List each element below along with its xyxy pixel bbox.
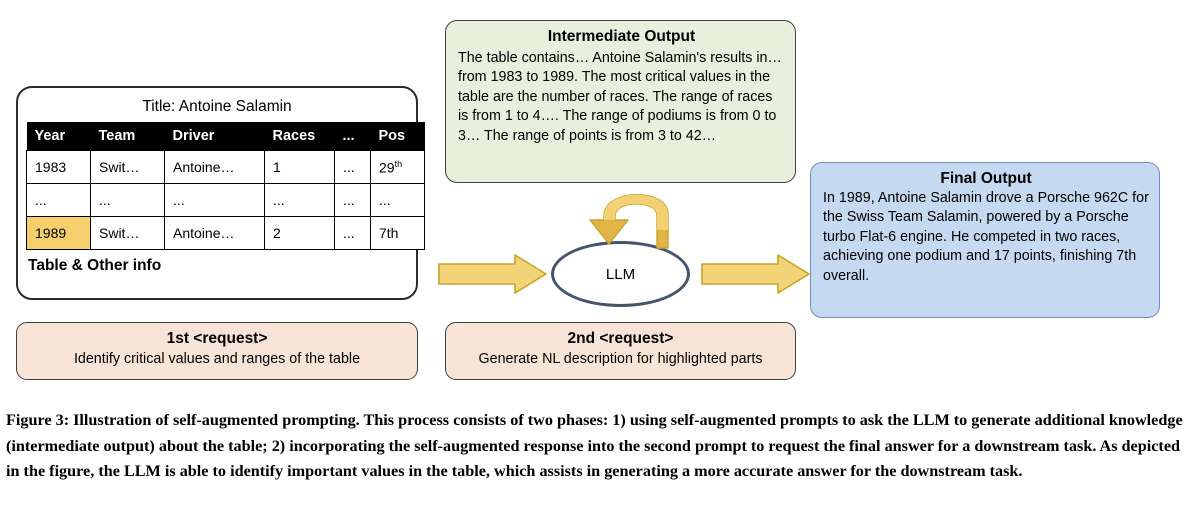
cell-pos: 7th: [370, 216, 425, 250]
cell-ellipsis: ...: [334, 150, 371, 184]
cell-year: 1983: [26, 150, 91, 184]
results-table: Year Team Driver Races ... Pos 1983 Swit…: [26, 122, 425, 250]
column-header-team: Team: [90, 122, 165, 151]
column-header-year: Year: [26, 122, 91, 151]
request-2-subtitle: Generate NL description for highlighted …: [478, 351, 763, 367]
cell-team: Swit…: [90, 150, 165, 184]
table-row: ... ... ... ... ... ...: [26, 183, 425, 217]
table-card: Title: Antoine Salamin Year Team Driver …: [16, 86, 425, 300]
table-card-footnote: Table & Other info: [28, 257, 162, 274]
cell-pos: ...: [370, 183, 425, 217]
curved-feedback-arrow-highlight-icon: [604, 194, 668, 230]
table-header-row: Year Team Driver Races ... Pos: [26, 122, 425, 151]
request-2-title: 2nd <request>: [567, 330, 674, 347]
arrow-table-to-llm-container: [438, 254, 547, 294]
request-1-box: 1st <request> Identify critical values a…: [16, 322, 418, 380]
column-header-pos: Pos: [370, 122, 425, 151]
cell-pos: 29th: [370, 150, 425, 184]
cell-pos-suffix: th: [394, 158, 403, 169]
request-1-subtitle: Identify critical values and ranges of t…: [73, 351, 361, 367]
request-1-title: 1st <request>: [166, 330, 268, 347]
feedback-loop-arrow-container: [589, 194, 669, 249]
request-2-box: 2nd <request> Generate NL description fo…: [445, 322, 796, 380]
cell-ellipsis: ...: [334, 183, 371, 217]
cell-pos-value: 29: [379, 159, 395, 176]
column-header-driver: Driver: [164, 122, 265, 151]
intermediate-output-text: The table contains… Antoine Salamin's re…: [458, 50, 782, 144]
cell-driver: Antoine…: [164, 150, 265, 184]
final-output-box: Final Output In 1989, Antoine Salamin dr…: [810, 162, 1160, 318]
final-output-text: In 1989, Antoine Salamin drove a Porsche…: [823, 190, 1149, 284]
cell-races: 1: [264, 150, 335, 184]
cell-ellipsis: ...: [334, 216, 371, 250]
table-row: 1983 Swit… Antoine… 1 ... 29th: [26, 150, 425, 184]
final-output-title: Final Output: [940, 170, 1032, 187]
column-header-ellipsis: ...: [334, 122, 371, 151]
table-card-title: Title: Antoine Salamin: [142, 98, 292, 115]
cell-driver: ...: [164, 183, 265, 217]
cell-team: ...: [90, 183, 165, 217]
cell-driver: Antoine…: [164, 216, 265, 250]
intermediate-output-title: Intermediate Output: [547, 28, 696, 45]
cell-races: ...: [264, 183, 335, 217]
llm-node-label: LLM: [605, 265, 636, 283]
llm-node: LLM: [551, 241, 690, 307]
table-row-highlighted: 1989 Swit… Antoine… 2 ... 7th: [26, 216, 425, 250]
figure-caption: Figure 3: Illustration of self-augmented…: [6, 411, 1183, 480]
cell-year: ...: [26, 183, 91, 217]
right-arrow-icon: [438, 254, 547, 294]
right-arrow-icon: [701, 254, 810, 294]
cell-races: 2: [264, 216, 335, 250]
cell-year-highlighted: 1989: [26, 216, 91, 250]
cell-team: Swit…: [90, 216, 165, 250]
intermediate-output-box: Intermediate Output The table contains… …: [445, 20, 796, 183]
column-header-races: Races: [264, 122, 335, 151]
arrow-llm-to-final-container: [701, 254, 810, 294]
